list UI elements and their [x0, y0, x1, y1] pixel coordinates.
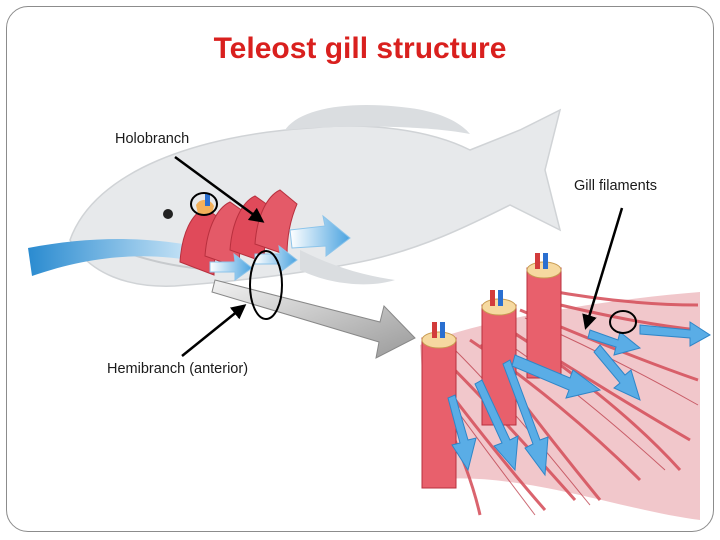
holobranch-circle [190, 192, 218, 216]
hemibranch-pointer [181, 304, 247, 357]
hemibranch-label: Hemibranch (anterior) [107, 361, 249, 377]
gill-filaments-pointer [582, 207, 624, 330]
gill-filaments-label: Gill filaments [574, 178, 657, 194]
filament-flow-arrows [447, 321, 711, 477]
filament-circle [609, 310, 637, 334]
hemibranch-oval [249, 250, 283, 320]
zoom-arrow [211, 279, 416, 359]
holobranch-pointer [174, 155, 265, 223]
water-flow-arrow [28, 239, 205, 276]
gill-arches [179, 189, 298, 276]
holobranch-label: Holobranch [115, 131, 190, 147]
slide-title: Teleost gill structure [213, 32, 507, 65]
